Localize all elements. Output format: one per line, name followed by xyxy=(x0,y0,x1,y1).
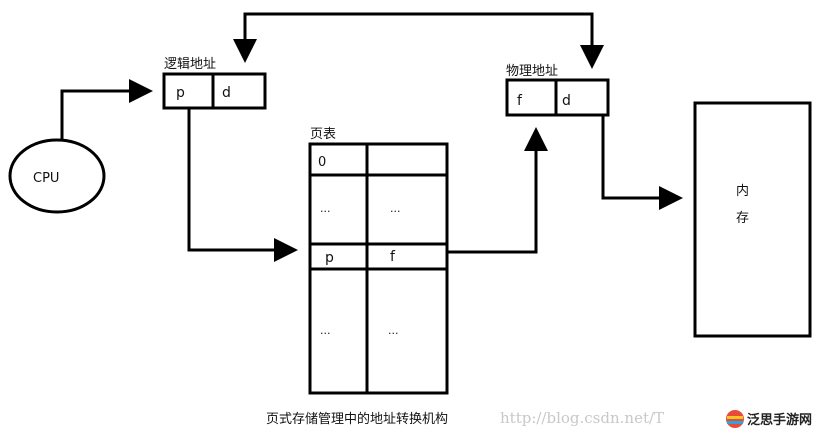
table-cell: 0 xyxy=(318,155,326,170)
cpu-label: CPU xyxy=(33,171,59,186)
cpu-node xyxy=(8,138,106,214)
arrow-d-to-memory xyxy=(601,115,683,210)
caption: 页式存储管理中的地址转换机构 xyxy=(266,411,448,427)
arrow-p-to-table xyxy=(187,108,298,262)
arrow-f-to-physical xyxy=(447,127,548,254)
memory-label-1: 内 xyxy=(736,183,749,199)
logo: 泛思手游网 xyxy=(726,410,812,428)
logical-field-d: d xyxy=(222,85,231,101)
table-cell: ... xyxy=(388,324,399,337)
page-table-title: 页表 xyxy=(310,127,336,142)
table-cell: ... xyxy=(320,324,331,337)
table-cell: p xyxy=(325,250,334,266)
logo-text: 泛思手游网 xyxy=(747,412,812,428)
table-cell: f xyxy=(390,249,396,265)
logical-address-title: 逻辑地址 xyxy=(164,57,216,72)
arrow-cpu-to-logical xyxy=(60,79,153,140)
memory-box xyxy=(693,101,812,338)
physical-field-d: d xyxy=(562,93,571,109)
memory-label-2: 存 xyxy=(736,211,749,226)
top-connector xyxy=(243,12,594,63)
physical-field-f: f xyxy=(517,93,523,109)
table-cell: ... xyxy=(390,202,401,215)
physical-address-title: 物理地址 xyxy=(506,64,558,79)
watermark: http://blog.csdn.net/T xyxy=(500,409,664,427)
table-cell: ... xyxy=(320,202,331,215)
logical-field-p: p xyxy=(176,85,185,101)
